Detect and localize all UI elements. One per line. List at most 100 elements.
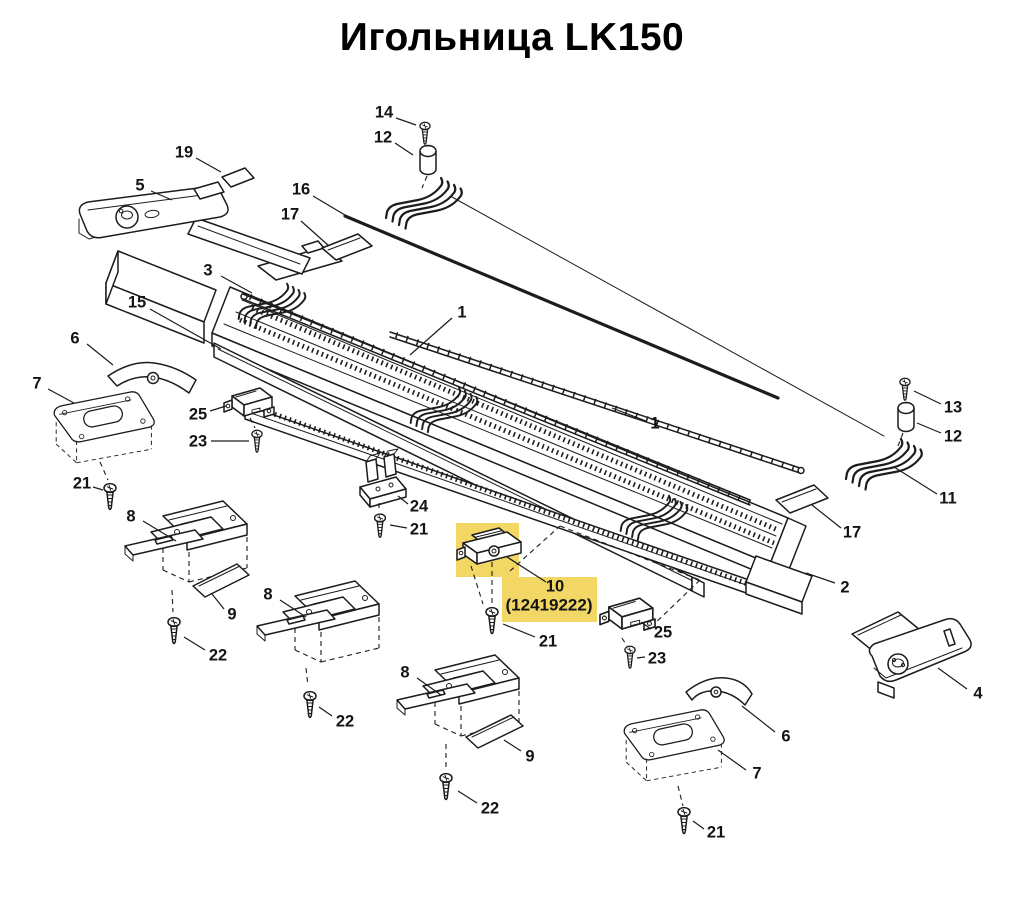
part-label-21-mid-24: 21 [410,520,428,538]
part-label-19: 19 [175,143,193,161]
leader-line-10 [506,556,547,583]
part-label-1-b: 1 [650,414,659,432]
part-label-11: 11 [939,489,956,507]
part-5-drawing [78,181,311,275]
label-layer: 11234566778889910(12419222)1112121314151… [32,103,983,841]
part-25-left-drawing [223,387,275,429]
part-label-13: 13 [944,398,962,416]
part-label-3: 3 [203,261,212,279]
cylinder-12-right [897,401,915,447]
leader-line-24 [397,495,409,505]
leader-line-16 [312,195,351,219]
part-label-14: 14 [375,103,394,121]
part-label-24: 24 [410,497,429,515]
assembly-dashed-lines [509,525,701,631]
leader-line-22-c [457,790,478,804]
screw-21-mid-10 [485,606,499,635]
part-label-10: 10 [546,577,564,595]
part-label-23-right: 23 [648,649,666,667]
leader-line-22-a [183,636,206,651]
leader-line-21-left [92,486,104,491]
leader-line-12-right [916,422,942,434]
part-label-1-a: 1 [457,303,466,321]
spring-wires-top [384,176,463,230]
strip-9-c-drawing [465,714,524,749]
rod-16-drawing [343,214,780,400]
leader-line-1-b [611,407,647,422]
leader-line-2 [805,572,836,584]
part-19-drawing [221,167,255,188]
part-label-12-right: 12 [944,427,962,445]
screw-22-b [303,667,317,719]
screw-21-right [677,785,691,835]
part-label-25-right: 25 [654,623,672,641]
part-label-25-left: 25 [189,405,207,423]
screw-23-right [624,645,636,669]
part-label-17-left: 17 [281,205,299,223]
leader-line-21-mid-24 [389,524,408,529]
part-label-9-c: 9 [525,747,534,765]
leader-line-11 [893,466,938,495]
part-17-right-drawing [775,484,829,514]
cylinder-12-top [419,144,437,189]
part-label-6-left: 6 [70,329,79,347]
leader-line-4 [937,667,968,690]
page-title: Игольница LK150 [339,16,685,59]
highlight-region-2 [502,577,597,622]
part-label-22-a: 22 [209,646,227,664]
part-label-22-c: 22 [481,799,499,817]
part-label-8-b: 8 [263,585,272,603]
screw-22-c [439,744,453,801]
part-4-drawing [851,611,972,699]
part-label-8-c: 8 [400,663,409,681]
leader-line-6-right [741,705,776,733]
part-label-7-left: 7 [32,374,41,392]
part-24-drawing [359,448,407,508]
part-17-left-drawing [321,233,373,261]
leader-line-6-left [86,343,114,366]
part-label-16: 16 [292,180,310,198]
screw-13 [899,377,911,401]
part-label-17-right: 17 [843,523,861,541]
part-7-right-drawing [623,709,725,782]
leader-line-7-left [47,388,75,404]
spring-wires-11 [844,437,923,491]
leader-line-8-c [416,677,442,696]
part-label-2: 2 [840,578,849,596]
part-label-5: 5 [135,176,144,194]
part-label-9-a: 9 [227,605,236,623]
retaining-bar-upper-drawing [240,292,752,506]
leader-line-5 [150,190,173,201]
part-6-left-drawing [107,361,197,394]
leader-line-3 [220,275,253,294]
leader-line-21-mid-10 [502,623,536,638]
screw-21-left [99,461,117,511]
retaining-bar-lower-drawing [389,331,805,475]
screw-22-a [167,589,181,645]
part-7-left-drawing [53,391,155,464]
part-label-8-a: 8 [126,507,135,525]
leader-line-13 [913,390,942,405]
screw-23-left [251,429,263,453]
part-label-22-b: 22 [336,712,354,730]
leader-line-8-b [279,599,307,618]
leader-line-1-a [409,317,453,356]
part-25-right-drawing [599,597,656,647]
leader-line-25-right [640,621,652,630]
part-8-b-drawing [256,580,380,663]
part-6-right-drawing [685,677,753,706]
leader-line-9-a [211,593,225,610]
screw-21-mid-24 [373,503,387,539]
leader-line-9-c [503,739,522,752]
leader-line-14 [395,117,417,126]
part-label-15: 15 [128,293,146,311]
part-label-7-right: 7 [752,764,761,782]
leader-line-19 [195,157,222,173]
leader-line-12-top [394,142,414,156]
part-label-part-number: (12419222) [506,595,593,614]
leader-line-17-left [300,220,330,247]
leader-line-8-a [142,520,177,542]
part-10-drawing [456,527,522,605]
